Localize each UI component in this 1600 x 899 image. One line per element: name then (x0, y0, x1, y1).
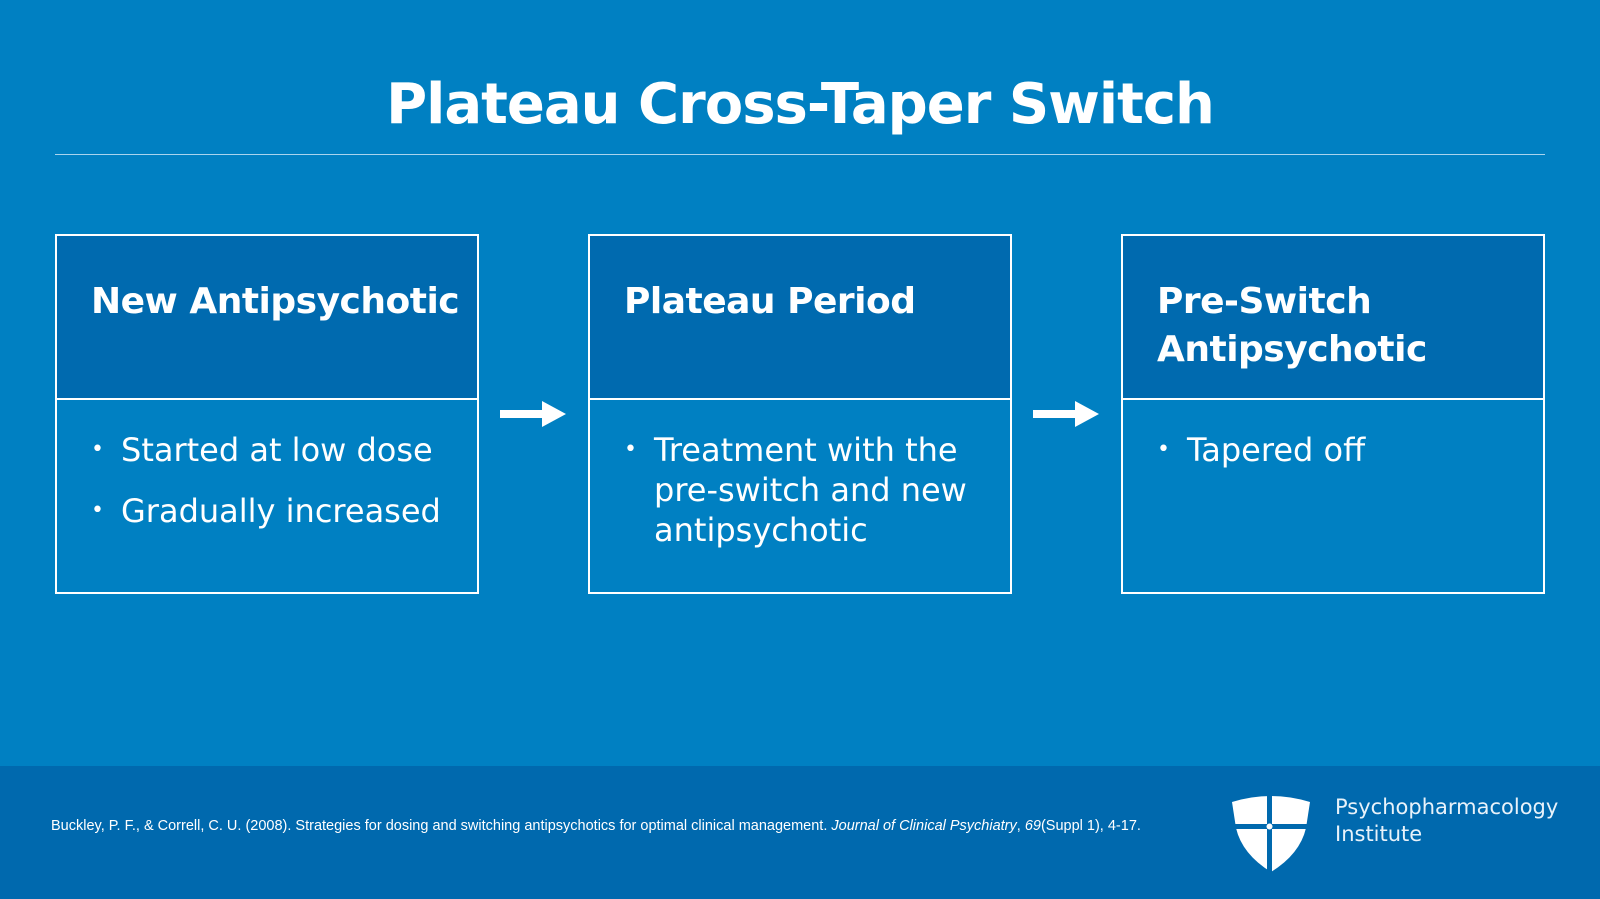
step-box-pre-switch-antipsychotic: Pre-Switch Antipsychotic • Tapered off (1121, 234, 1545, 594)
shield-cross-icon (1230, 794, 1312, 872)
step-heading: Pre-Switch Antipsychotic (1123, 236, 1543, 400)
arrow-right-icon (500, 401, 566, 427)
citation-journal: Journal of Clinical Psychiatry (831, 818, 1017, 834)
citation-pages: (Suppl 1), 4-17. (1040, 818, 1141, 834)
brand-line-1: Psychopharmacology (1335, 795, 1559, 819)
step-body: • Treatment with the pre-switch and new a… (590, 400, 1010, 550)
bullet-text: Started at low dose (121, 431, 433, 469)
slide-title: Plateau Cross-Taper Switch (386, 72, 1215, 137)
footer-bar: Buckley, P. F., & Correll, C. U. (2008).… (0, 766, 1600, 899)
bullet-icon: • (624, 437, 637, 462)
brand-name: Psychopharmacology Institute (1335, 794, 1558, 848)
citation: Buckley, P. F., & Correll, C. U. (2008).… (51, 817, 1141, 836)
bullet-text: Tapered off (1187, 431, 1366, 469)
step-body: • Tapered off (1123, 400, 1543, 470)
bullet-item: • Started at low dose (91, 430, 457, 470)
title-divider (55, 154, 1545, 155)
step-box-new-antipsychotic: New Antipsychotic • Started at low dose •… (55, 234, 479, 594)
citation-separator: , (1016, 818, 1025, 834)
arrow-right-icon (1033, 401, 1099, 427)
bullet-item: • Treatment with the pre-switch and new a… (624, 430, 990, 550)
bullet-icon: • (91, 498, 104, 523)
citation-text: Buckley, P. F., & Correll, C. U. (2008).… (51, 818, 832, 834)
step-heading: Plateau Period (590, 236, 1010, 400)
bullet-item: • Gradually increased (91, 491, 457, 531)
bullet-text: Treatment with the pre-switch and new an… (654, 431, 967, 549)
step-body: • Started at low dose • Gradually increase… (57, 400, 477, 531)
bullet-icon: • (91, 437, 104, 462)
bullet-icon: • (1157, 437, 1170, 462)
bullet-text: Gradually increased (121, 492, 441, 530)
brand-line-2: Institute (1335, 822, 1423, 846)
step-box-plateau-period: Plateau Period • Treatment with the pre-s… (588, 234, 1012, 594)
bullet-item: • Tapered off (1157, 430, 1523, 470)
citation-volume: 69 (1024, 818, 1041, 834)
step-heading: New Antipsychotic (57, 236, 477, 400)
